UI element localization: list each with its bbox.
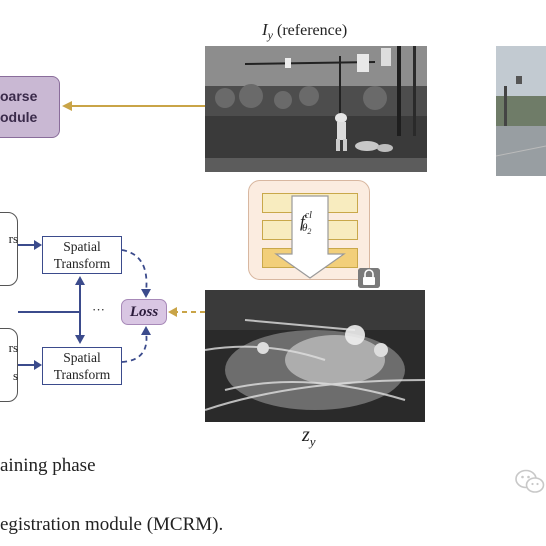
spatial-transform-top: Spatial Transform: [42, 236, 122, 274]
coarse-module-line2: odule: [0, 109, 38, 125]
layer-box-2: [0, 328, 18, 402]
encoder-symbol: fclθ2: [300, 210, 321, 237]
phase-caption: aining phase: [0, 455, 96, 476]
reference-subscript: y: [267, 28, 273, 43]
layer-box-1: [0, 212, 18, 286]
coarse-module-label: oarse odule: [0, 86, 60, 128]
encoder-subscript: θ2: [301, 222, 312, 237]
coarse-registration-module: [0, 76, 60, 138]
arrow-head-coarse: [62, 101, 72, 111]
spatial-transform-bottom: Spatial Transform: [42, 347, 122, 385]
spatial-transform-bottom-line2: Transform: [53, 367, 111, 382]
encoder-symbol-f: f: [300, 212, 305, 231]
reference-thermal-image: [205, 46, 427, 172]
reference-note: (reference): [277, 22, 348, 39]
ellipsis: ···: [92, 302, 105, 317]
coarse-module-line1: oarse: [0, 88, 38, 104]
spatial-transform-top-line1: Spatial: [63, 239, 101, 254]
encoder-superscript: cl: [304, 210, 312, 222]
loss-box: Loss: [121, 299, 167, 325]
arrow-head-loss: [168, 307, 177, 317]
spatial-transform-bottom-line1: Spatial: [63, 350, 101, 365]
visible-image: [496, 46, 546, 176]
layer-box-2-text-bottom: s: [12, 368, 18, 383]
feature-label: zy: [302, 424, 316, 450]
wechat-watermark-icon: [515, 468, 545, 496]
reference-symbol: I: [262, 20, 268, 39]
layer-box-1-text-top: rs: [8, 231, 18, 246]
layer-box-2-text: rs s: [0, 341, 18, 383]
figure-caption: egistration module (MCRM).: [0, 514, 224, 535]
feature-subscript: y: [309, 434, 316, 449]
layer-box-1-text: rs: [0, 232, 18, 246]
encoder-subscript-theta: θ: [301, 222, 308, 235]
feature-map-image: [205, 290, 425, 422]
encoder-subscript-index: 2: [307, 227, 312, 237]
spatial-transform-top-line2: Transform: [53, 256, 111, 271]
feature-symbol: z: [302, 424, 310, 446]
lock-icon: [358, 268, 380, 288]
reference-label: Iy (reference): [262, 20, 347, 43]
layer-box-2-text-top: rs: [8, 340, 18, 355]
